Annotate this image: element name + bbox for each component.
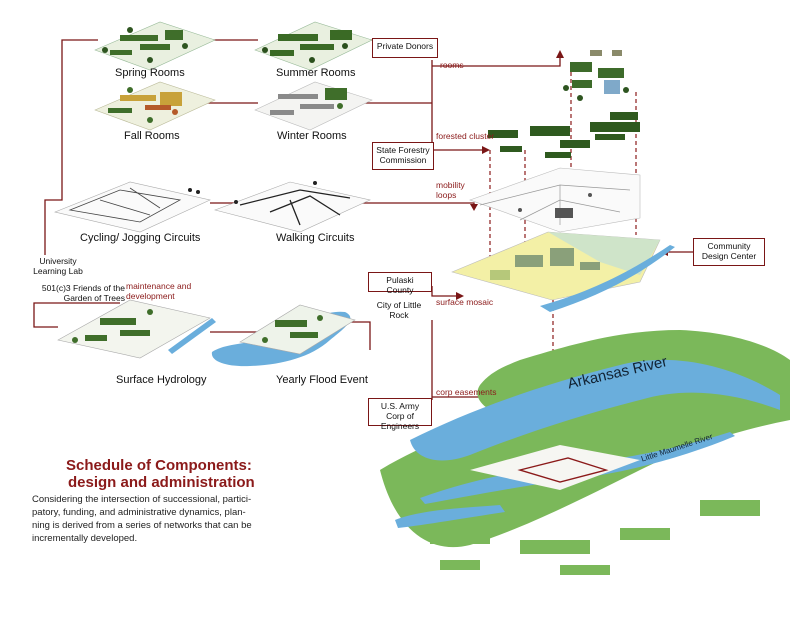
base-map xyxy=(380,330,790,575)
layer-label-walking: Walking Circuits xyxy=(276,232,355,244)
agency-pulaski-county: Pulaski County xyxy=(368,272,432,295)
title-line-1: Schedule of Components: xyxy=(66,457,252,474)
agency-army-corps: U.S. Army Corp of Engineers xyxy=(368,398,432,431)
arrowhead-surface xyxy=(456,292,464,300)
thumb-cycling xyxy=(54,181,211,233)
thumb-flood xyxy=(211,304,356,367)
stack-rooms-layer xyxy=(563,50,629,101)
layer-label-summer: Summer Rooms xyxy=(276,67,356,79)
stack-surface-layer xyxy=(451,231,675,312)
thumb-hydrology xyxy=(57,299,216,359)
connector-label-easements: corp easements xyxy=(436,387,497,397)
layer-label-flood: Yearly Flood Event xyxy=(276,374,368,386)
layer-label-cycling: Cycling/ Jogging Circuits xyxy=(80,232,201,244)
connector-label-surface: surface mosaic xyxy=(436,297,494,307)
thumb-winter xyxy=(254,81,373,131)
layer-label-winter: Winter Rooms xyxy=(277,130,347,142)
section-title: Schedule of Components: design and admin… xyxy=(66,457,255,491)
arrowhead-mobility xyxy=(470,204,478,211)
agency-friends-garden: 501(c)3 Friends of the Garden of Trees xyxy=(41,283,125,303)
connector-label-maintenance: maintenance and development xyxy=(126,281,192,301)
arrowhead-rooms xyxy=(556,50,564,58)
layer-label-hydrology: Surface Hydrology xyxy=(116,374,207,386)
title-line-2: design and administration xyxy=(68,474,255,491)
connector-county-surface xyxy=(431,286,460,297)
thumb-walking xyxy=(214,181,371,233)
connector-left-spine xyxy=(44,39,98,255)
stack-mobility-layer xyxy=(469,167,641,233)
connector-friends xyxy=(33,302,120,328)
agency-university-lab: University Learning Lab xyxy=(33,256,83,276)
thumb-summer xyxy=(254,21,373,71)
arrowhead-forested xyxy=(482,146,490,154)
thumb-fall xyxy=(94,81,216,131)
layer-label-fall: Fall Rooms xyxy=(124,130,180,142)
agency-private-donors: Private Donors xyxy=(372,38,438,58)
connector-label-mobility: mobility loops xyxy=(436,180,465,200)
stack-forest-layer xyxy=(488,112,640,158)
layer-label-spring: Spring Rooms xyxy=(115,67,185,79)
agency-state-forestry: State Forestry Commission xyxy=(372,142,434,170)
connector-label-forested: forested cluster xyxy=(436,131,495,141)
section-description: Considering the intersection of successi… xyxy=(32,494,252,544)
connector-label-rooms: rooms xyxy=(440,60,464,70)
thumb-spring xyxy=(94,21,216,71)
agency-city-little-rock: City of Little Rock xyxy=(376,300,422,320)
agency-community-design-center: Community Design Center xyxy=(693,238,765,266)
